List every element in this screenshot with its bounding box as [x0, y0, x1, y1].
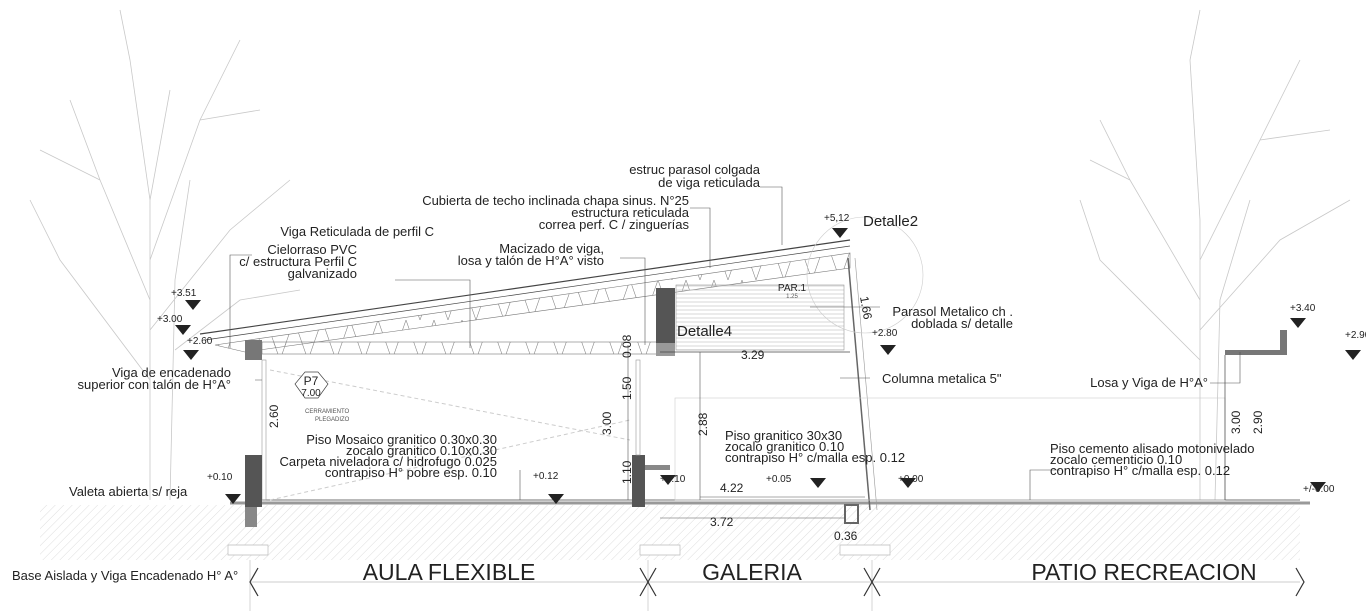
note-valeta: Valeta abierta s/ reja	[69, 484, 188, 499]
parasol-tag-value: 1.25	[786, 294, 798, 300]
note-piso-aula: Piso Mosaico granitico 0.30x0.30	[306, 432, 497, 447]
note-piso-aula-4: contrapiso H° pobre esp. 0.10	[325, 465, 497, 480]
note-columna: Columna metalica 5"	[882, 371, 1002, 386]
parasol-tag-code: PAR.1	[778, 283, 807, 294]
level-012: +0.12	[533, 471, 559, 482]
note-estruc-parasol: estruc parasol colgada	[629, 162, 761, 177]
note-piso-patio-3: contrapiso H° c/malla esp. 0.12	[1050, 463, 1230, 478]
note-cubierta-3: correa perf. C / zinguerías	[539, 217, 690, 232]
dim-300-aula: 3.00	[600, 411, 614, 435]
note-losa-viga: Losa y Viga de H°A°	[1090, 375, 1208, 390]
zone-label-aula: AULA FLEXIBLE	[363, 559, 536, 585]
dim-036: 0.36	[834, 529, 858, 543]
note-viga-encadenado: Viga de encadenado	[112, 365, 231, 380]
level-010-galeria: +0.10	[660, 474, 686, 485]
tree-left	[29, 9, 301, 501]
level-512: +5,12	[824, 213, 850, 224]
note-cubierta-2: estructura reticulada	[571, 205, 690, 220]
door-tag-code: P7	[304, 374, 319, 388]
dim-260: 2.60	[267, 404, 281, 428]
wall-mid	[632, 455, 645, 507]
note-cerramiento-2: PLEGADIZO	[315, 417, 350, 423]
dim-008: 0.08	[620, 334, 634, 358]
dim-110: 1.10	[620, 460, 634, 484]
note-cerramiento: CERRAMIENTO	[305, 409, 350, 415]
note-piso-galeria-3: contrapiso H° c/malla esp. 0.12	[725, 450, 905, 465]
detail4-label[interactable]: Detalle4	[677, 323, 732, 340]
bond-beam-left	[245, 340, 262, 360]
note-macizado: Macizado de viga,	[499, 241, 604, 256]
dim-150: 1.50	[620, 376, 634, 400]
dim-166: 1.66	[857, 295, 875, 321]
note-cielorraso: Cielorraso PVC	[267, 242, 357, 257]
note-piso-patio: Piso cemento alisado motonivelado	[1050, 441, 1255, 456]
lattice-beam	[214, 252, 851, 353]
note-piso-aula-2: zocalo granitico 0.10x0.30	[346, 443, 497, 458]
note-cubierta: Cubierta de techo inclinada chapa sinus.…	[422, 193, 689, 208]
level-340: +3.40	[1290, 303, 1316, 314]
level-300: +3.00	[157, 314, 183, 325]
note-estruc-parasol-2: de viga reticulada	[658, 175, 761, 190]
vertical-dimensions: 0.08 1.50 3.00 1.10 2.60 2.88 1.66 3.00 …	[267, 295, 1265, 484]
column-dark	[656, 288, 675, 343]
zone-markers	[249, 567, 1305, 597]
detail2-circle	[806, 216, 924, 334]
note-viga-encadenado-2: superior con talón de H°A°	[78, 377, 231, 392]
dim-300-patio: 3.00	[1229, 410, 1243, 434]
wall-left	[245, 455, 262, 507]
note-piso-patio-2: zocalo cementicio 0.10	[1050, 452, 1182, 467]
detail2-label[interactable]: Detalle2	[863, 213, 918, 230]
zone-label-galeria: GALERIA	[702, 559, 802, 585]
note-piso-galeria: Piso granitico 30x30	[725, 428, 842, 443]
note-cielorraso-2: c/ estructura Perfil C	[239, 254, 357, 269]
note-cielorraso-3: galvanizado	[288, 266, 357, 281]
level-351: +3.51	[171, 288, 197, 299]
ceiling	[261, 341, 658, 355]
dim-290: 2.90	[1251, 410, 1265, 434]
note-base: Base Aislada y Viga Encadenado H° A°	[12, 568, 238, 583]
door-tag	[294, 371, 329, 399]
metal-column	[847, 257, 871, 511]
dim-422: 4.22	[720, 481, 744, 495]
note-piso-aula-3: Carpeta niveladora c/ hidrofugo 0.025	[279, 454, 497, 469]
note-macizado-2: losa y talón de H°A° visto	[458, 253, 604, 268]
level-000-patio: +/-0.00	[1303, 484, 1335, 495]
note-viga-reticulada: Viga Reticulada de perfil C	[280, 224, 434, 239]
dim-372: 3.72	[710, 515, 734, 529]
right-slab	[1225, 350, 1287, 355]
level-280: +2.80	[872, 328, 898, 339]
note-piso-galeria-2: zocalo granitico 0.10	[725, 439, 844, 454]
zone-label-patio: PATIO RECREACION	[1031, 559, 1256, 585]
level-005: +0.05	[766, 474, 792, 485]
note-parasol: Parasol Metalico ch .	[892, 304, 1013, 319]
level-010-aula: +0.10	[207, 472, 233, 483]
parasol-louvers	[675, 284, 845, 351]
level-000: +0.00	[898, 474, 924, 485]
level-290: +2.90	[1345, 330, 1366, 341]
dim-288: 2.88	[696, 412, 710, 436]
tree-right	[1079, 9, 1351, 501]
note-parasol-2: doblada s/ detalle	[911, 316, 1013, 331]
roof-sheet	[199, 239, 851, 335]
door-tag-value: 7.00	[301, 388, 321, 399]
level-260: +2.60	[187, 336, 213, 347]
dim-329: 3.29	[741, 348, 765, 362]
